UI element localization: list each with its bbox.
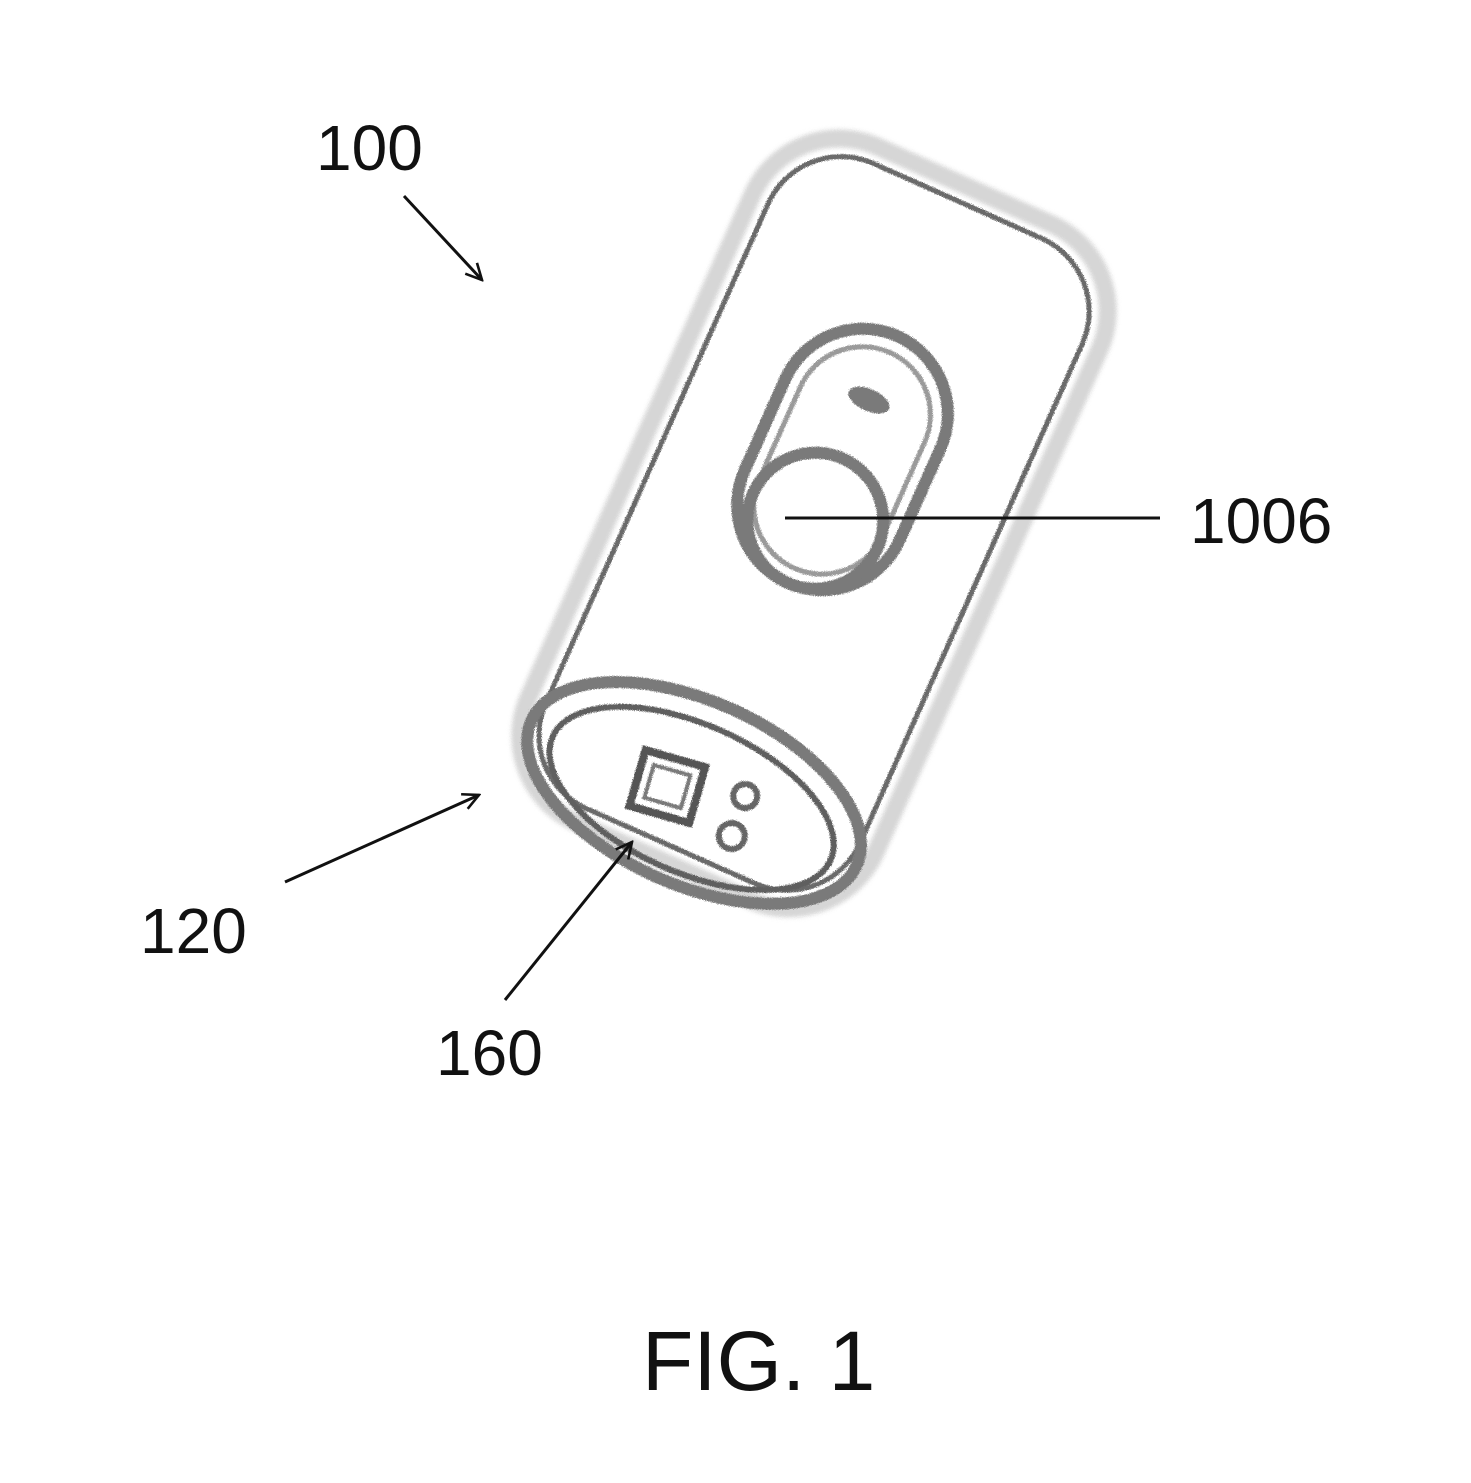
- ref-label-100: 100: [316, 112, 423, 184]
- figure-caption: FIG. 1: [642, 1314, 875, 1408]
- arrow-160-icon: [505, 842, 632, 1000]
- device-body: [483, 108, 1138, 954]
- arrow-100-icon: [404, 196, 482, 280]
- arrow-120-icon: [285, 795, 479, 882]
- ref-label-160: 160: [436, 1017, 543, 1089]
- side-button-recess: [710, 302, 975, 618]
- ref-label-120: 120: [140, 895, 247, 967]
- end-face-connector: [622, 740, 765, 854]
- ref-label-1006: 1006: [1190, 485, 1332, 557]
